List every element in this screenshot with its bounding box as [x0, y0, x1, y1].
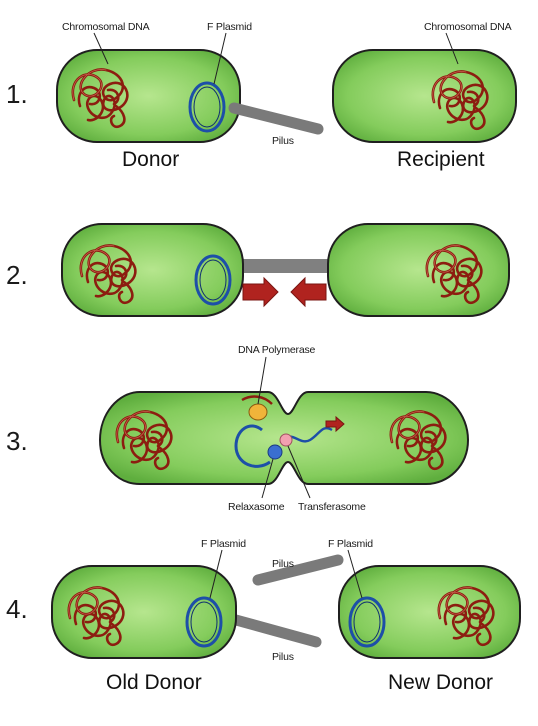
label-transferasome: Transferasome	[298, 501, 366, 513]
step-1-recipient-cell	[332, 49, 517, 143]
transferasome-icon	[279, 433, 293, 447]
step-1-number: 1.	[6, 79, 28, 109]
label-old-donor: Old Donor	[106, 671, 202, 694]
step-1-donor-cell	[56, 49, 241, 143]
step-2-donor-cell	[61, 223, 244, 317]
step-1-pilus	[228, 102, 324, 135]
step-4-old-donor-cell	[51, 565, 237, 659]
label-dna-polymerase: DNA Polymerase	[238, 344, 316, 356]
label-relaxasome: Relaxasome	[228, 501, 285, 513]
label-chromosomal-dna-donor: Chromosomal DNA	[62, 21, 150, 33]
relaxasome-icon	[267, 444, 283, 460]
step-4-number: 4.	[6, 594, 28, 624]
label-recipient: Recipient	[397, 148, 485, 171]
step-2-f-plasmid	[194, 254, 232, 306]
label-f-plasmid-new-donor: F Plasmid	[328, 538, 373, 550]
step-4-pilus-top	[252, 554, 344, 586]
label-pilus-bottom: Pilus	[272, 651, 294, 663]
dna-polymerase-icon	[248, 403, 268, 421]
step-2-pilus	[238, 259, 334, 273]
label-chromosomal-dna-recipient: Chromosomal DNA	[424, 21, 512, 33]
label-pilus-step1: Pilus	[272, 135, 294, 147]
arrow-left-icon	[290, 276, 327, 308]
old-donor-f-plasmid	[185, 596, 223, 648]
step-3-direction-arrow-icon	[325, 415, 345, 433]
new-donor-f-plasmid	[348, 596, 386, 648]
step-2-recipient-cell	[327, 223, 510, 317]
donor-f-plasmid	[188, 81, 226, 133]
step-4-new-donor-cell	[338, 565, 521, 659]
label-donor: Donor	[122, 148, 179, 171]
label-pilus-top: Pilus	[272, 558, 294, 570]
label-f-plasmid-step1: F Plasmid	[207, 21, 252, 33]
label-f-plasmid-old-donor: F Plasmid	[201, 538, 246, 550]
arrow-right-icon	[242, 276, 279, 308]
label-new-donor: New Donor	[388, 671, 493, 694]
step-2-number: 2.	[6, 260, 28, 290]
step-3-number: 3.	[6, 426, 28, 456]
step-4-pilus-bottom	[230, 614, 322, 648]
